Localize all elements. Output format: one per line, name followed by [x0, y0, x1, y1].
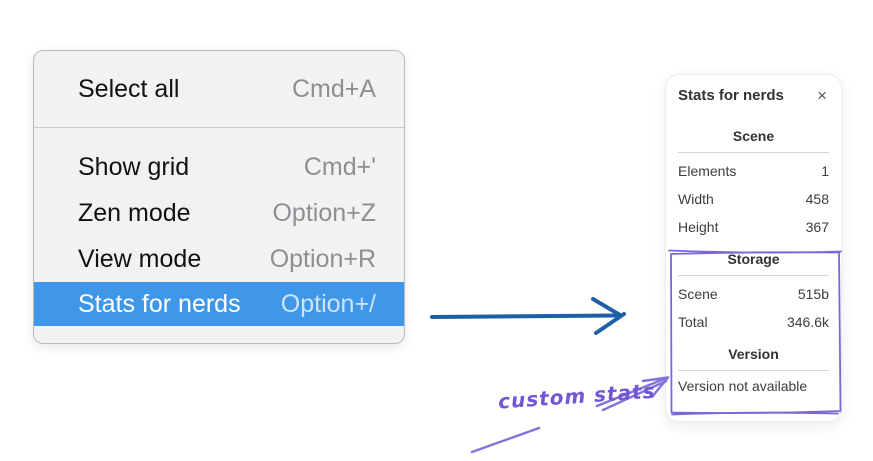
- stat-label: Scene: [678, 286, 718, 302]
- menu-item-show-grid[interactable]: Show grid Cmd+': [34, 144, 404, 190]
- menu-item-shortcut: Cmd+': [303, 152, 376, 181]
- stat-row-total-size: Total 346.6k: [678, 308, 829, 336]
- version-note: Version not available: [678, 378, 808, 394]
- section-heading-scene: Scene: [732, 128, 775, 144]
- menu-item-shortcut: Cmd+A: [291, 74, 376, 103]
- blue-arrow: [430, 297, 626, 335]
- stat-label: Height: [678, 219, 719, 235]
- menu-item-label: Select all: [78, 74, 180, 103]
- section-divider: [678, 370, 829, 371]
- menu-item-shortcut: Option+/: [280, 289, 376, 318]
- custom-stats-arrow: [470, 376, 670, 454]
- stats-panel: Stats for nerds × Scene Elements 1 Width…: [665, 74, 842, 422]
- menu-item-select-all[interactable]: Select all Cmd+A: [34, 61, 404, 117]
- stat-row-width: Width 458: [678, 185, 829, 213]
- menu-item-label: Show grid: [78, 152, 190, 181]
- stat-value: 515b: [797, 286, 829, 302]
- stats-panel-title: Stats for nerds: [678, 87, 784, 104]
- section-divider: [678, 275, 829, 276]
- stat-row-height: Height 367: [678, 213, 829, 241]
- stat-label: Width: [678, 191, 714, 207]
- stat-row-scene-size: Scene 515b: [678, 280, 829, 308]
- menu-item-label: View mode: [78, 244, 202, 273]
- menu-item-view-mode[interactable]: View mode Option+R: [34, 236, 404, 282]
- menu-item-zen-mode[interactable]: Zen mode Option+Z: [34, 190, 404, 236]
- stat-row-elements: Elements 1: [678, 157, 829, 185]
- menu-item-label: Stats for nerds: [78, 289, 241, 318]
- custom-stats-label: custom stats: [497, 378, 657, 414]
- stats-panel-header: Stats for nerds ×: [678, 87, 829, 104]
- close-icon[interactable]: ×: [817, 86, 827, 105]
- menu-item-shortcut: Option+Z: [272, 198, 376, 227]
- menu-item-label: Zen mode: [78, 198, 191, 227]
- section-divider: [678, 152, 829, 153]
- stat-value: 1: [821, 163, 829, 179]
- stat-value: 458: [805, 191, 829, 207]
- context-menu: Select all Cmd+A Show grid Cmd+' Zen mod…: [33, 50, 405, 344]
- stat-label: Elements: [678, 163, 737, 179]
- menu-item-shortcut: Option+R: [269, 244, 376, 273]
- section-heading-version: Version: [728, 346, 779, 362]
- stat-value: 367: [805, 219, 829, 235]
- menu-divider: [34, 127, 404, 128]
- stat-label: Total: [678, 314, 708, 330]
- section-heading-storage: Storage: [727, 251, 780, 267]
- stat-value: 346.6k: [786, 314, 829, 330]
- menu-item-stats-for-nerds[interactable]: Stats for nerds Option+/: [34, 282, 404, 326]
